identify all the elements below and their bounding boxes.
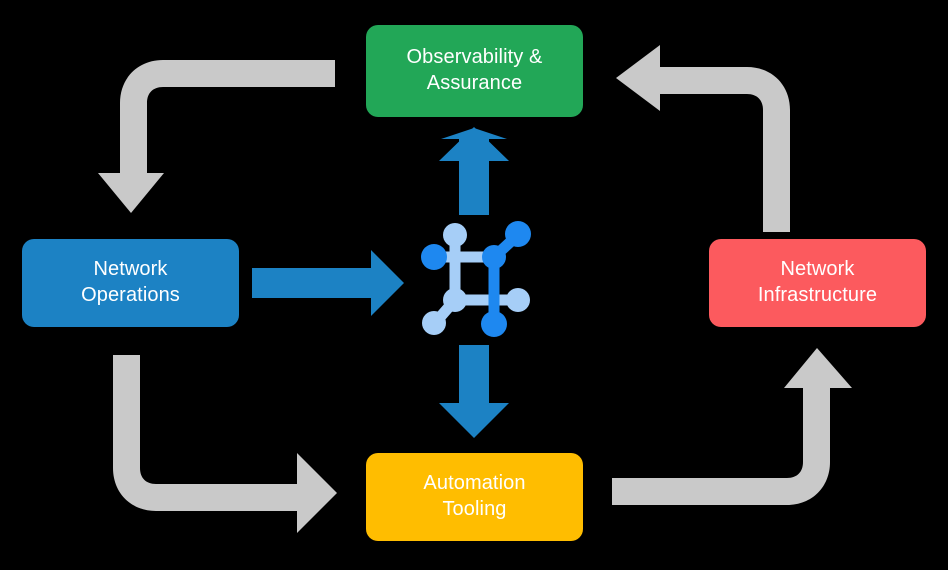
node-network-operations[interactable]: Network Operations [22, 239, 239, 327]
connector-center-to-observability-head [439, 127, 509, 161]
connector-center-to-observability-shaft [459, 155, 489, 215]
connector-observability-to-operations [98, 60, 335, 213]
network-topology-icon-nodes-primary [421, 221, 531, 337]
connector-center-to-automation-shaft [459, 345, 489, 405]
network-topology-icon-nodes-secondary [422, 223, 530, 335]
connector-center-to-observability [441, 128, 507, 212]
node-observability-and-assurance[interactable]: Observability & Assurance [366, 25, 583, 117]
connector-operations-to-center [252, 250, 404, 316]
connector-center-to-automation-head [439, 403, 509, 438]
connector-infrastructure-to-observability [616, 45, 790, 232]
connector-automation-to-infrastructure [612, 348, 852, 505]
connector-operations-to-automation [113, 355, 337, 533]
network-topology-icon [421, 221, 531, 337]
node-network-infrastructure[interactable]: Network Infrastructure [709, 239, 926, 327]
node-automation-tooling[interactable]: Automation Tooling [366, 453, 583, 541]
